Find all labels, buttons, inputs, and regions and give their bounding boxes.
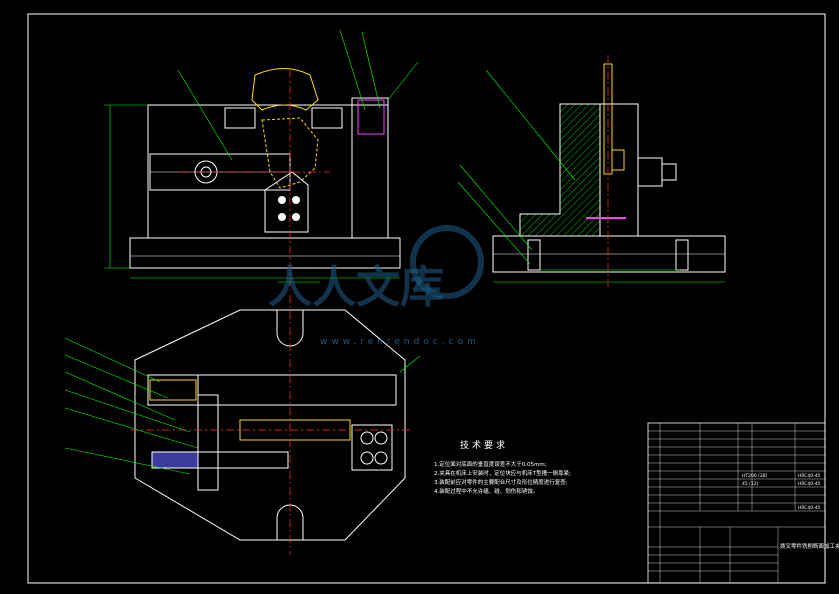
hardness-row-2: HRC40-45 (798, 481, 821, 487)
side-view (457, 55, 726, 290)
drawing-title: 拨叉零件铣削断面加工夹具 (780, 542, 839, 550)
tech-note-line-1: 1.定位面对底面的垂直度误差不大于0.05mm; (434, 460, 547, 468)
material-row-2: 45 (12) (742, 481, 759, 487)
top-clamp-plate (151, 451, 199, 469)
tech-notes-title: 技术要求 (460, 439, 508, 451)
front-view (104, 29, 419, 290)
watermark-logo-icon (410, 225, 484, 299)
title-block: HT200 (28) 45 (12) HRC40-45 HRC40-45 HRC… (647, 422, 839, 584)
technical-requirements: 技术要求 1.定位面对底面的垂直度误差不大于0.05mm; 2.夹具在机床上安装… (434, 439, 571, 495)
material-row-1: HT200 (28) (742, 473, 768, 479)
hardness-row-3: HRC40-45 (798, 505, 821, 511)
drawing-frame (27, 13, 826, 584)
top-view-outline (134, 309, 406, 541)
watermark: 人人文库 www.renrendoc.com (268, 225, 484, 347)
tech-note-line-2: 2.夹具在机床上安装时，定位块应与机床T型槽一侧靠紧; (434, 469, 571, 477)
side-bracket-section (519, 103, 601, 237)
watermark-url: www.renrendoc.com (320, 337, 480, 347)
hardness-row-1: HRC40-45 (798, 473, 821, 479)
fork-workpiece (251, 68, 319, 111)
tech-note-line-3: 3.装配前应对零件的主要配合尺寸及形位精度进行复查; (434, 478, 568, 486)
top-view (64, 295, 421, 555)
tech-note-line-4: 4.装配过程中不允许磕、碰、划伤和锈蚀。 (434, 487, 538, 495)
watermark-brand: 人人文库 (268, 262, 444, 313)
